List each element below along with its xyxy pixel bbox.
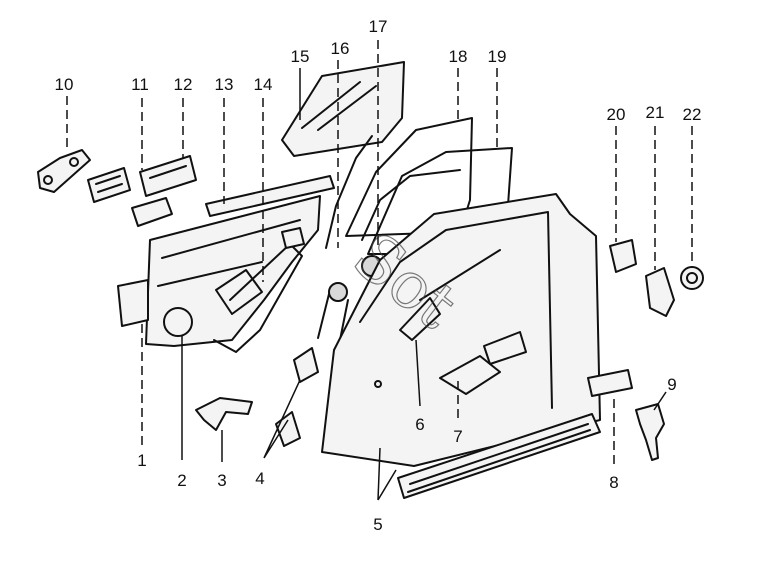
part-8-outer-handle <box>397 369 633 499</box>
part-6-lock <box>399 249 501 341</box>
part-9-lock-cylinder <box>635 403 665 461</box>
callout-19: 19 <box>488 47 507 66</box>
part-13-trim-strip <box>205 175 335 217</box>
callout-5: 5 <box>373 515 382 534</box>
callout-6: 6 <box>415 415 424 434</box>
part-4-hinge-pieces <box>275 347 319 447</box>
part-20-striker <box>609 239 637 273</box>
callout-7: 7 <box>453 427 462 446</box>
callout-1: 1 <box>137 451 146 470</box>
callout-20: 20 <box>607 105 626 124</box>
part-21-hinge-half <box>645 267 675 317</box>
part-2-trim-panel <box>145 195 321 347</box>
leader-lines <box>66 40 693 501</box>
callout-3: 3 <box>217 471 226 490</box>
part-10-hinge-bracket <box>37 149 91 193</box>
callout-21: 21 <box>646 103 665 122</box>
callout-16: 16 <box>331 39 350 58</box>
callout-18: 18 <box>449 47 468 66</box>
part-12-inside-handle <box>131 155 197 227</box>
part-1-armrest <box>117 279 149 327</box>
part-15-window-glass <box>281 61 405 157</box>
callout-8: 8 <box>609 473 618 492</box>
callout-13: 13 <box>215 75 234 94</box>
part-16-glass-run <box>317 135 373 341</box>
callout-22: 22 <box>683 105 702 124</box>
callout-15: 15 <box>291 47 310 66</box>
callout-17: 17 <box>369 17 388 36</box>
part-14-window-regulator <box>213 227 305 353</box>
part-3-hinge <box>195 397 253 431</box>
part-5-door-shell <box>321 193 601 467</box>
callout-labels: 1 2 3 4 5 6 7 8 9 10 11 12 13 14 15 16 1… <box>55 17 702 534</box>
callout-11: 11 <box>131 75 149 94</box>
callout-14: 14 <box>254 75 273 94</box>
callout-4: 4 <box>255 469 264 488</box>
part-22-bushing <box>680 266 704 290</box>
part-11-handle-bezel <box>87 167 131 203</box>
callout-9: 9 <box>667 375 676 394</box>
callout-12: 12 <box>174 75 193 94</box>
callout-10: 10 <box>55 75 74 94</box>
callout-2: 2 <box>177 471 186 490</box>
